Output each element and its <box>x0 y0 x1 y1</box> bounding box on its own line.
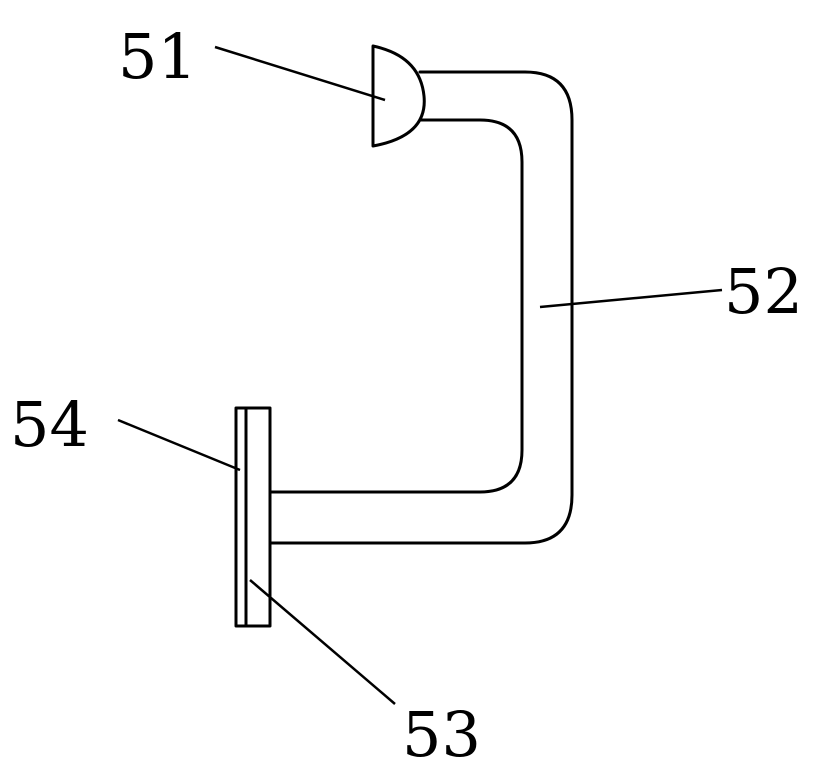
dome-end-piece <box>371 44 426 148</box>
arm-inner-contour <box>268 118 524 494</box>
leader-line-54 <box>117 418 241 472</box>
leader-line-51 <box>214 45 386 102</box>
reference-label-53: 53 <box>402 698 481 771</box>
reference-label-54: 54 <box>10 388 89 461</box>
leader-line-53 <box>249 579 396 705</box>
arm-outer-contour <box>268 70 574 545</box>
mounting-plate <box>234 406 272 628</box>
leader-line-52 <box>539 288 723 309</box>
reference-label-51: 51 <box>118 20 197 93</box>
reference-label-52: 52 <box>724 255 803 328</box>
